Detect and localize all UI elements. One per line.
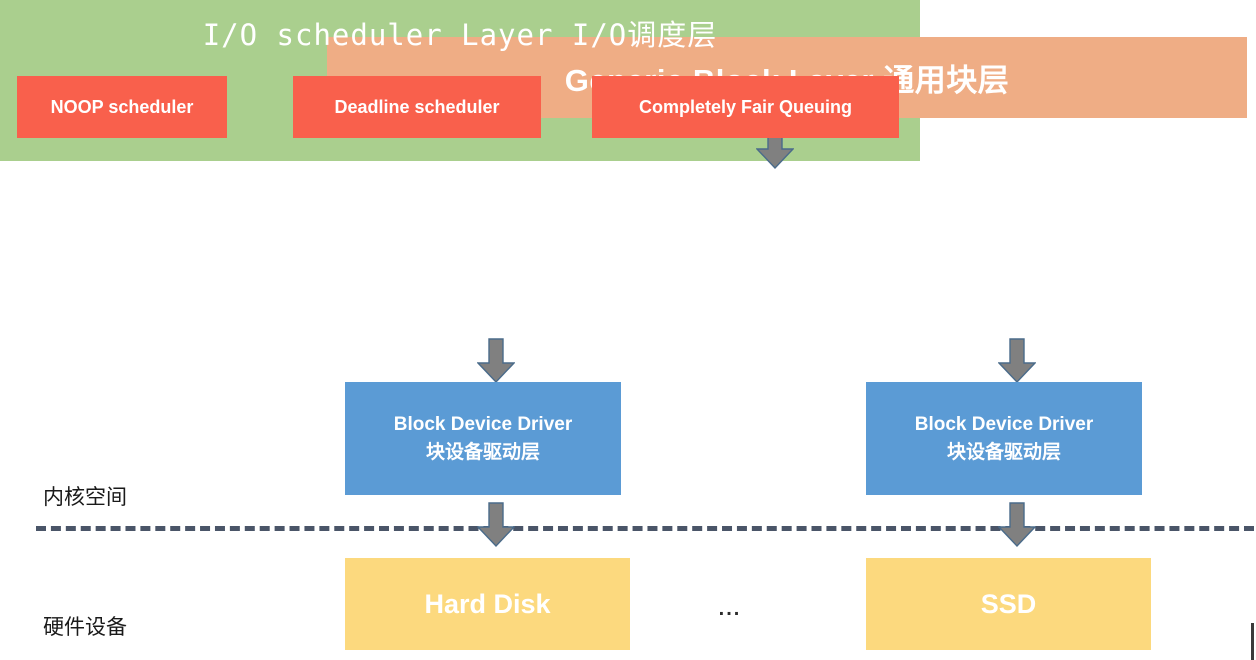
io-scheduler-layer-box: I/O scheduler Layer I/O调度层 NOOP schedule…: [0, 0, 920, 161]
hardware-box-ssd-label: SSD: [980, 588, 1037, 619]
block-device-driver-right-label-en: Block Device Driver: [914, 413, 1094, 435]
scheduler-chip-noop-label: NOOP scheduler: [50, 96, 194, 117]
hardware-box-ssd: SSD: [866, 558, 1151, 650]
scheduler-chip-deadline[interactable]: Deadline scheduler: [293, 76, 541, 138]
block-device-driver-box-left: Block Device Driver 块设备驱动层: [345, 382, 621, 495]
scheduler-chip-cfq-label: Completely Fair Queuing: [638, 96, 853, 117]
block-device-driver-left-label-cn: 块设备驱动层: [425, 441, 540, 463]
down-block-arrow-icon: [998, 338, 1036, 383]
hardware-box-hard-disk-label: Hard Disk: [424, 588, 551, 619]
block-device-driver-left-label-en: Block Device Driver: [393, 413, 573, 435]
hardware-label: 硬件设备: [43, 615, 127, 639]
scheduler-chip-noop[interactable]: NOOP scheduler: [17, 76, 227, 138]
hardware-ellipsis: ...: [718, 598, 742, 620]
right-edge-rule: [1251, 623, 1254, 660]
scheduler-chip-cfq[interactable]: Completely Fair Queuing: [592, 76, 899, 138]
down-block-arrow-icon: [477, 338, 515, 383]
hardware-box-hard-disk: Hard Disk: [345, 558, 630, 650]
kernel-space-label: 内核空间: [43, 485, 127, 509]
io-scheduler-layer-label: I/O scheduler Layer I/O调度层: [202, 18, 718, 52]
down-block-arrow-icon: [998, 502, 1036, 547]
down-block-arrow-icon: [477, 502, 515, 547]
block-device-driver-box-right: Block Device Driver 块设备驱动层: [866, 382, 1142, 495]
kernel-hardware-divider: [36, 526, 1254, 531]
block-device-driver-right-label-cn: 块设备驱动层: [946, 441, 1061, 463]
scheduler-chip-deadline-label: Deadline scheduler: [334, 96, 500, 117]
